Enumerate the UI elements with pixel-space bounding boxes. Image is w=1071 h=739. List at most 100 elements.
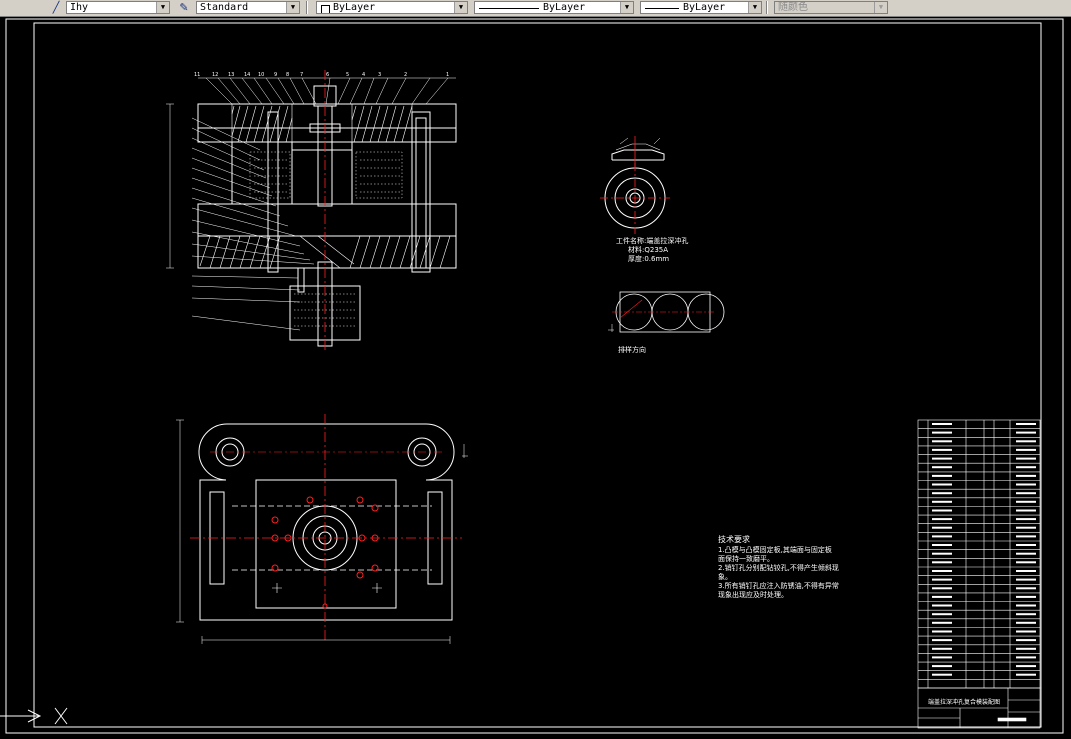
parts-list-cell-mark: [932, 483, 952, 486]
tech-line: 象。: [718, 572, 732, 581]
svg-text:1: 1: [446, 72, 449, 78]
parts-list-cell-mark: [932, 552, 952, 555]
parts-list-cell-mark: [1016, 613, 1036, 616]
parts-list-cell-mark: [1016, 509, 1036, 512]
strip-note: 排样方向: [618, 345, 646, 354]
parts-list-cell-mark: [1016, 587, 1036, 590]
parts-list-cell-mark: [932, 466, 952, 469]
dim-style-combo[interactable]: Ihy ▼: [66, 1, 170, 14]
parts-list-cell-mark: [932, 474, 952, 477]
svg-text:9: 9: [274, 72, 277, 78]
svg-text:5: 5: [346, 72, 349, 78]
parts-list-cell-mark: [1016, 552, 1036, 555]
title-block-name: 端盖拉深冲孔复合模装配图: [928, 698, 1000, 706]
parts-list-cell-mark: [932, 561, 952, 564]
tech-line: 2.销钉孔分别配钻铰孔,不得产生倾斜现: [718, 563, 839, 572]
parts-list-cell-mark: [1016, 656, 1036, 659]
parts-list-cell-mark: [1016, 466, 1036, 469]
svg-text:8: 8: [286, 72, 289, 78]
tech-requirements: 技术要求 1.凸模与凸模固定板,其端面与固定板 面保持一致磨平。 2.销钉孔分别…: [718, 534, 839, 599]
chevron-down-icon[interactable]: ▼: [286, 2, 299, 13]
tech-title: 技术要求: [718, 534, 750, 544]
parts-list-cell-mark: [932, 613, 952, 616]
parts-list-cell-mark: [932, 457, 952, 460]
svg-text:6: 6: [326, 72, 329, 78]
parts-list-cell-mark: [1016, 500, 1036, 503]
lineweight-sample: [645, 8, 679, 9]
parts-list-cell-mark: [1016, 561, 1036, 564]
parts-list-cell-mark: [932, 639, 952, 642]
parts-list-cell-mark: [1016, 578, 1036, 581]
color-value: ByLayer: [333, 2, 376, 13]
material-note: 材料:Q235A: [628, 245, 668, 254]
parts-list-cell-mark: [932, 440, 952, 443]
plot-style-value: 随颜色: [778, 2, 808, 13]
parts-list-cell-mark: [932, 448, 952, 451]
sheet-border: [5, 18, 1064, 734]
dim-style-icon[interactable]: ╱: [52, 1, 60, 14]
plot-style-combo: 随颜色 ▼: [774, 1, 888, 14]
parts-list-cell-mark: [932, 500, 952, 503]
parts-list-cell-mark: [1016, 570, 1036, 572]
parts-list-cell-mark: [1016, 423, 1036, 425]
linetype-combo[interactable]: ByLayer ▼: [474, 1, 634, 14]
parts-list-cell-mark: [932, 526, 952, 529]
parts-list-cell-mark: [1016, 647, 1036, 650]
text-style-icon[interactable]: ✎: [179, 1, 189, 14]
parts-list-cell-mark: [932, 595, 952, 598]
color-combo[interactable]: ByLayer ▼: [316, 1, 468, 14]
svg-text:4: 4: [362, 72, 365, 78]
parts-list-cell-mark: [1016, 448, 1036, 451]
title-block: 端盖拉深冲孔复合模装配图: [917, 687, 1041, 729]
svg-text:10: 10: [258, 72, 264, 78]
workpiece-note: 工件名称:端盖拉深冲孔: [616, 236, 688, 245]
plan-view: [176, 414, 468, 644]
parts-list-cell-mark: [932, 587, 952, 590]
parts-list-cell-mark: [932, 431, 952, 434]
part-view: 工件名称:端盖拉深冲孔 材料:Q235A 厚度:0.6mm 排样方向: [600, 136, 725, 354]
parts-list-cell-mark: [932, 535, 952, 538]
color-swatch-icon: [321, 5, 330, 13]
parts-list-cell-mark: [932, 578, 952, 581]
svg-text:12: 12: [212, 72, 218, 78]
tech-line: 1.凸模与凸模固定板,其端面与固定板: [718, 545, 832, 554]
chevron-down-icon[interactable]: ▼: [748, 2, 761, 13]
parts-list-cell-mark: [932, 604, 952, 607]
parts-list-cell-mark: [1016, 595, 1036, 598]
parts-list-cell-mark: [932, 518, 952, 521]
parts-list-cell-mark: [1016, 474, 1036, 477]
parts-list-cell-mark: [932, 647, 952, 650]
text-style-combo[interactable]: Standard ▼: [196, 1, 300, 14]
parts-list: [917, 419, 1041, 689]
parts-list-cell-mark: [932, 570, 952, 572]
parts-list-cell-mark: [1016, 483, 1036, 486]
svg-text:11: 11: [194, 72, 200, 78]
parts-list-cell-mark: [1016, 535, 1036, 538]
properties-toolbar: ╱ Ihy ▼ ✎ Standard ▼ ByLayer ▼ ByLayer ▼…: [0, 0, 1071, 17]
parts-list-cell-mark: [1016, 440, 1036, 443]
parts-list-cell-mark: [932, 509, 952, 512]
chevron-down-icon[interactable]: ▼: [620, 2, 633, 13]
parts-list-cell-mark: [932, 544, 952, 546]
parts-list-cell-mark: [1016, 604, 1036, 607]
tech-line: 面保持一致磨平。: [718, 554, 774, 563]
chevron-down-icon: ▼: [874, 2, 887, 13]
thickness-note: 厚度:0.6mm: [628, 254, 669, 263]
parts-list-cell-mark: [1016, 621, 1036, 624]
dim-style-value: Ihy: [70, 2, 89, 13]
chevron-down-icon[interactable]: ▼: [156, 2, 169, 13]
tech-line: 现象出现应及时处理。: [718, 590, 788, 599]
parts-list-cell-mark: [1016, 630, 1036, 633]
lineweight-value: ByLayer: [683, 2, 726, 13]
parts-list-cell-mark: [1016, 544, 1036, 546]
chevron-down-icon[interactable]: ▼: [454, 2, 467, 13]
parts-list-cell-mark: [932, 492, 952, 495]
parts-list-cell-mark: [932, 630, 952, 633]
svg-text:14: 14: [244, 72, 250, 78]
parts-list-cell-mark: [1016, 526, 1036, 529]
tech-line: 3.所有销钉孔应注入防锈油,不得有异常: [718, 581, 839, 590]
lineweight-combo[interactable]: ByLayer ▼: [640, 1, 762, 14]
parts-list-cell-mark: [1016, 457, 1036, 460]
